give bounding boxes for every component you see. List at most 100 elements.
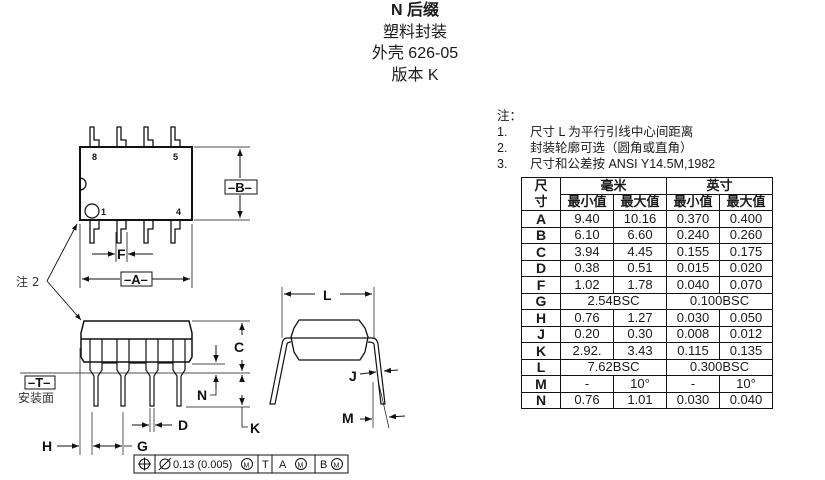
cell: 0.050 [719,309,773,327]
table-row: B 6.10 6.60 0.240 0.260 [521,226,773,244]
cell: 0.020 [719,259,773,277]
dim-label-c: C [234,339,244,355]
note-number: 2. [497,141,508,155]
cell: 0.260 [719,226,773,244]
table-row: A 9.40 10.16 0.370 0.400 [521,210,773,228]
dim-label: B [521,226,561,244]
cell: 0.008 [666,325,720,343]
dim-label: G [521,292,561,310]
cell: 3.43 [613,342,667,360]
table-row: M - 10° - 10° [521,375,773,393]
notch-icon [79,177,87,191]
dim-label: A [521,210,561,228]
table-header-row: 尺 毫米 英寸 [521,177,773,195]
dim-label: H [521,309,561,327]
table-row: N 0.76 1.01 0.030 0.040 [521,391,773,409]
note-text: 尺寸 L 为平行引线中心间距离 [530,125,694,139]
note-2-leader [46,223,82,321]
modifier: M [334,463,340,470]
cell: 0.76 [560,391,614,409]
tolerance-frame-text: 0.13 (0.005) M T A M B M [173,459,340,471]
datum-t-label: –T– [28,375,50,390]
table-row: G 2.54BSC 0.100BSC [521,292,773,310]
cell: 0.76 [560,309,614,327]
cell: 4.45 [613,243,667,261]
bottom-pins [89,220,181,244]
tolerance-value: 0.13 (0.005) [173,459,232,471]
dim-label-a: –A– [124,272,148,287]
cell: 0.100BSC [666,292,773,310]
pin1-marker-icon [84,203,100,219]
cell: 2.92. [560,342,614,360]
table-subheader-row: 寸 最小值 最大值 最小值 最大值 [521,193,773,211]
datum-ref: T [262,459,269,471]
end-view [269,287,406,429]
package-suffix: N 后缀 [390,2,439,19]
dim-label: K [521,342,561,360]
cell: 2.54BSC [560,292,667,310]
cell: 3.94 [560,243,614,261]
dim-label-k: K [250,420,260,436]
note-number: 3. [497,157,508,171]
package-drawing: 8 5 1 4 –B– F –A– 注 2 [16,126,406,474]
note-2-label: 注 2 [16,274,39,289]
dimensions-table: 尺 毫米 英寸 寸 最小值 最大值 最小值 最大值 A 9.40 10.16 0… [521,177,773,409]
dim-label-j: J [349,368,357,384]
side-view [20,320,250,455]
column-header: 最小值 [666,193,720,211]
notes-heading: 注： [497,109,523,123]
end-view-labels: L J M [323,287,357,426]
cell: 0.300BSC [666,358,773,376]
diameter-icon [159,458,171,470]
table-row: H 0.76 1.27 0.030 0.050 [521,309,773,327]
cell: 0.015 [666,259,720,277]
pin-number: 4 [176,207,181,217]
cell: 10° [613,375,667,393]
dim-label: J [521,325,561,343]
package-type: 塑料封装 [382,23,447,41]
modifier: M [244,463,250,470]
table-row: C 3.94 4.45 0.155 0.175 [521,243,773,261]
dim-label-l: L [323,287,332,303]
cell: 1.01 [613,391,667,409]
pin-number: 1 [101,207,106,217]
cell: 1.27 [613,309,667,327]
cell: 0.115 [666,342,720,360]
pin-number: 8 [92,152,97,162]
cell: 0.070 [719,276,773,294]
cell: - [666,375,720,393]
datum-ref: A [279,459,287,471]
notes: 注： 1. 尺寸 L 为平行引线中心间距离 2. 封装轮廓可选（圆角或直角） 3… [497,108,715,172]
cell: 7.62BSC [560,358,667,376]
dim-header-top: 尺 [521,177,561,194]
dim-label-f: F [117,246,126,262]
column-header: 最大值 [719,193,773,211]
dim-label-b: –B– [228,180,252,195]
dim-label-m: M [342,410,354,426]
case-number: 外壳 626-05 [371,45,459,62]
dim-label: D [521,259,561,277]
cell: 0.370 [666,210,720,228]
cell: 0.51 [613,259,667,277]
cell: 0.155 [666,243,720,261]
note-text: 封装轮廓可选（圆角或直角） [530,141,693,155]
dim-header-bottom: 寸 [521,194,561,211]
datum-ref: B [320,459,327,471]
cell: 6.60 [613,226,667,244]
dim-label-h: H [42,438,52,454]
side-leads [89,339,186,407]
table-row: K 2.92. 3.43 0.115 0.135 [521,342,773,360]
cell: 1.02 [560,276,614,294]
table-row: L 7.62BSC 0.300BSC [521,358,773,376]
cell: 10° [719,375,773,393]
dim-label-n: N [197,387,207,403]
cell: 0.400 [719,210,773,228]
cell: 1.78 [613,276,667,294]
mmc-icon [241,458,253,470]
dim-label: F [521,276,561,294]
dim-label: M [521,375,561,393]
top-pins [89,126,181,147]
dim-label: C [521,243,561,261]
revision: 版本 K [391,66,439,84]
cell: 0.012 [719,325,773,343]
